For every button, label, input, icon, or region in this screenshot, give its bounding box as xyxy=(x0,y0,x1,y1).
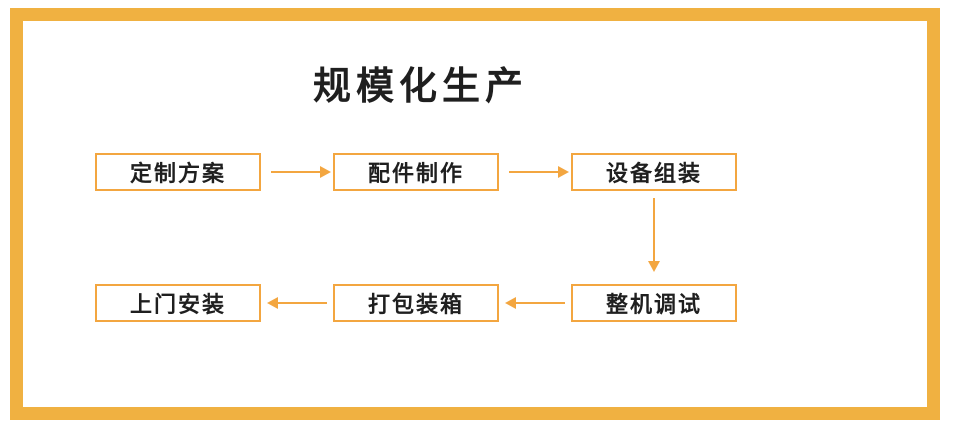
node-equipment-assembly: 设备组装 xyxy=(571,153,737,191)
node-custom-solution: 定制方案 xyxy=(95,153,261,191)
node-parts-fabrication: 配件制作 xyxy=(333,153,499,191)
diagram-frame: 规模化生产 定制方案 配件制作 设备组装 整机调试 打包装箱 上门安装 xyxy=(10,8,940,420)
diagram-title: 规模化生产 xyxy=(313,66,529,108)
arrow-packing-to-installation-icon xyxy=(267,297,327,309)
node-machine-debugging: 整机调试 xyxy=(571,284,737,322)
arrow-parts-to-assembly-icon xyxy=(509,166,569,178)
node-machine-debugging-label: 整机调试 xyxy=(605,292,702,317)
arrow-debugging-to-packing-icon xyxy=(505,297,565,309)
arrow-assembly-to-debugging-icon xyxy=(648,198,660,272)
arrow-plan-to-parts-icon xyxy=(271,166,331,178)
node-packing: 打包装箱 xyxy=(333,284,499,322)
node-onsite-installation-label: 上门安装 xyxy=(129,292,226,317)
node-equipment-assembly-label: 设备组装 xyxy=(605,161,702,186)
node-parts-fabrication-label: 配件制作 xyxy=(367,161,464,186)
node-custom-solution-label: 定制方案 xyxy=(129,161,226,186)
node-packing-label: 打包装箱 xyxy=(367,292,464,317)
node-onsite-installation: 上门安装 xyxy=(95,284,261,322)
